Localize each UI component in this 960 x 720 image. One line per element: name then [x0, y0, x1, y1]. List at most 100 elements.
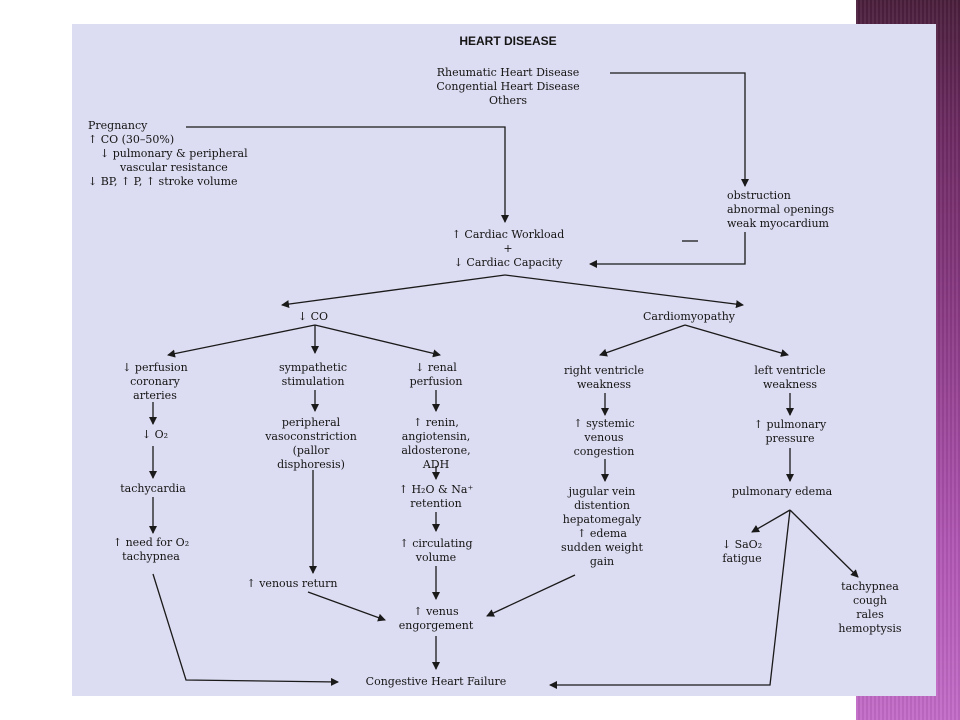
node-vasoconstriction-line: (pallor	[292, 444, 330, 457]
arrow-edema-to-chf	[549, 509, 791, 689]
node-tachycardia-line: tachycardia	[120, 482, 186, 495]
node-jugular-line: jugular vein	[568, 485, 636, 498]
node-pregnancy-line: Pregnancy	[88, 119, 148, 132]
node-sympathetic-line: sympathetic	[278, 361, 348, 374]
node-vasoconstriction: peripheral vasoconstriction (pallor disp…	[265, 416, 357, 472]
node-pregnancy: Pregnancy ↑ CO (30–50%) ↓ pulmonary & pe…	[88, 119, 248, 189]
node-jugular-line: ↑ edema	[577, 527, 627, 540]
node-tachypnea-list-line: tachypnea	[841, 580, 899, 593]
arrow-co-to-renal	[314, 324, 441, 358]
node-co-line: ↓ CO	[297, 310, 329, 323]
node-renin-line: aldosterone,	[401, 444, 471, 457]
node-venus-engorgement: ↑ venus engorgement	[399, 605, 474, 633]
arrow-need-to-chf	[152, 573, 339, 686]
arrow-co-to-coronary	[167, 324, 316, 358]
node-sao2-line: ↓ SaO₂	[721, 538, 763, 551]
node-tachypnea-list: tachypnea cough rales hemoptysis	[838, 580, 901, 636]
node-pregnancy-line: ↓ pulmonary & peripheral	[100, 147, 248, 160]
node-structural-line: abnormal openings	[727, 203, 835, 216]
node-systemic-venous: ↑ systemic venous congestion	[573, 417, 634, 459]
node-pulmonary-pressure: ↑ pulmonary pressure	[754, 418, 827, 446]
node-retention-line: ↑ H₂O & Na⁺	[398, 483, 474, 496]
node-cardiomyopathy-line: Cardiomyopathy	[642, 310, 736, 323]
node-jugular-line: distention	[574, 499, 630, 512]
node-venous-return: ↑ venous return	[247, 577, 338, 591]
node-causes-line: Others	[489, 94, 527, 107]
node-causes: Rheumatic Heart Disease Congential Heart…	[436, 66, 579, 108]
node-tachypnea-list-line: hemoptysis	[838, 622, 902, 635]
node-circulating-line: ↑ circulating	[399, 537, 473, 550]
node-venus-engorgement-line: engorgement	[398, 619, 474, 632]
node-need-o2: ↑ need for O₂ tachypnea	[113, 536, 189, 564]
node-pregnancy-line: ↑ CO (30–50%)	[88, 133, 175, 146]
node-right-ventricle-line: right ventricle	[563, 364, 645, 377]
node-renin-line: ↑ renin,	[413, 416, 459, 429]
node-cardiomyopathy: Cardiomyopathy	[643, 310, 735, 324]
diagram-title: HEART DISEASE	[459, 34, 557, 48]
node-workload: ↑ Cardiac Workload + ↓ Cardiac Capacity	[452, 228, 565, 270]
node-jugular: jugular vein distention hepatomegaly ↑ e…	[561, 485, 643, 569]
node-right-ventricle-line: weakness	[576, 378, 632, 391]
node-venous-return-line: ↑ venous return	[246, 577, 338, 590]
node-left-ventricle-line: weakness	[762, 378, 818, 391]
node-pulmonary-edema: pulmonary edema	[732, 485, 832, 499]
node-renal-line: ↓ renal	[415, 361, 457, 374]
node-pregnancy-line: vascular resistance	[120, 161, 228, 174]
node-vasoconstriction-line: peripheral	[281, 416, 341, 429]
node-perfusion-coronary-line: arteries	[133, 389, 177, 402]
arrow-pregnancy-to-workload	[186, 126, 509, 223]
node-need-o2-line: tachypnea	[122, 550, 180, 563]
node-sympathetic: sympathetic stimulation	[279, 361, 347, 389]
node-renin-line: ADH	[422, 458, 450, 471]
node-systemic-venous-line: venous	[584, 431, 624, 444]
node-jugular-line: sudden weight	[561, 541, 643, 554]
arrow-edema-to-sao2	[751, 509, 791, 533]
node-vasoconstriction-line: disphoresis)	[277, 458, 345, 471]
node-perfusion-coronary: ↓ perfusion coronary arteries	[122, 361, 188, 403]
node-left-ventricle: left ventricle weakness	[754, 364, 825, 392]
node-workload-line: ↓ Cardiac Capacity	[453, 256, 563, 269]
arrow-cardio-to-right	[599, 324, 686, 357]
node-chf-line: Congestive Heart Failure	[365, 675, 507, 688]
node-causes-line: Rheumatic Heart Disease	[436, 66, 580, 79]
node-renin: ↑ renin, angiotensin, aldosterone, ADH	[401, 416, 470, 472]
node-jugular-line: gain	[589, 555, 615, 568]
node-structural-line: obstruction	[727, 189, 791, 202]
arrow-venous-return-to-engorgement	[307, 591, 386, 622]
node-left-ventricle-line: left ventricle	[754, 364, 826, 377]
node-venus-engorgement-line: ↑ venus	[413, 605, 459, 618]
node-workload-line: +	[503, 242, 513, 255]
node-systemic-venous-line: ↑ systemic	[573, 417, 635, 430]
node-co: ↓ CO	[298, 310, 328, 324]
arrow-structural-to-capacity	[589, 232, 746, 268]
arrow-capacity-to-cardiomyopathy	[504, 274, 744, 309]
node-pulmonary-pressure-line: pressure	[765, 432, 815, 445]
node-sao2-line: fatigue	[722, 552, 762, 565]
node-jugular-line: hepatomegaly	[562, 513, 642, 526]
node-structural-line: weak myocardium	[727, 217, 829, 230]
node-renal: ↓ renal perfusion	[410, 361, 463, 389]
node-pulmonary-edema-line: pulmonary edema	[731, 485, 833, 498]
node-tachypnea-list-line: cough	[852, 594, 887, 607]
node-perfusion-coronary-line: ↓ perfusion	[122, 361, 188, 374]
node-tachycardia: tachycardia	[120, 482, 186, 496]
node-o2-line: ↓ O₂	[141, 428, 169, 441]
scanned-diagram-background	[72, 24, 936, 696]
node-renal-line: perfusion	[409, 375, 463, 388]
node-circulating-line: volume	[415, 551, 457, 564]
node-workload-line: ↑ Cardiac Workload	[451, 228, 565, 241]
node-chf: Congestive Heart Failure	[366, 675, 507, 689]
node-vasoconstriction-line: vasoconstriction	[265, 430, 357, 443]
arrow-cardio-to-left	[684, 324, 789, 357]
arrow-jugular-to-engorgement	[486, 574, 576, 617]
node-renin-line: angiotensin,	[401, 430, 471, 443]
node-circulating: ↑ circulating volume	[399, 537, 472, 565]
node-need-o2-line: ↑ need for O₂	[112, 536, 190, 549]
node-tachypnea-list-line: rales	[856, 608, 884, 621]
node-sympathetic-line: stimulation	[281, 375, 345, 388]
node-sao2: ↓ SaO₂ fatigue	[722, 538, 762, 566]
node-pregnancy-line: ↓ BP, ↑ P, ↑ stroke volume	[88, 175, 238, 188]
node-retention-line: retention	[410, 497, 462, 510]
